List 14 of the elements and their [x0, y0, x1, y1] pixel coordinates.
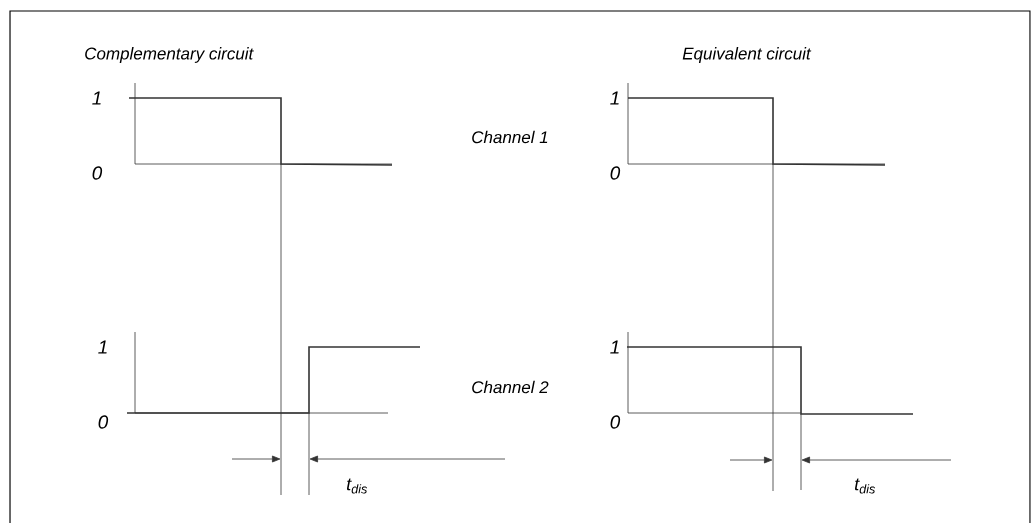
time-label: t$_{dis}$: [347, 478, 368, 494]
level-label: 1: [92, 91, 101, 105]
level-label: 0: [610, 415, 621, 429]
level-label: 0: [98, 415, 109, 429]
level-label: 0: [92, 166, 103, 180]
channel-label: Channel 2: [472, 380, 549, 394]
channel-label: Channel 1: [472, 130, 548, 144]
level-label: 0: [610, 166, 621, 180]
level-label: 1: [610, 91, 619, 105]
time-label: t$_{dis}$: [855, 478, 876, 494]
panel-heading: Equivalent circuit: [682, 47, 812, 63]
panel-heading: Complementary circuit: [85, 47, 254, 63]
level-label: 1: [98, 340, 107, 354]
level-label: 1: [610, 340, 619, 354]
